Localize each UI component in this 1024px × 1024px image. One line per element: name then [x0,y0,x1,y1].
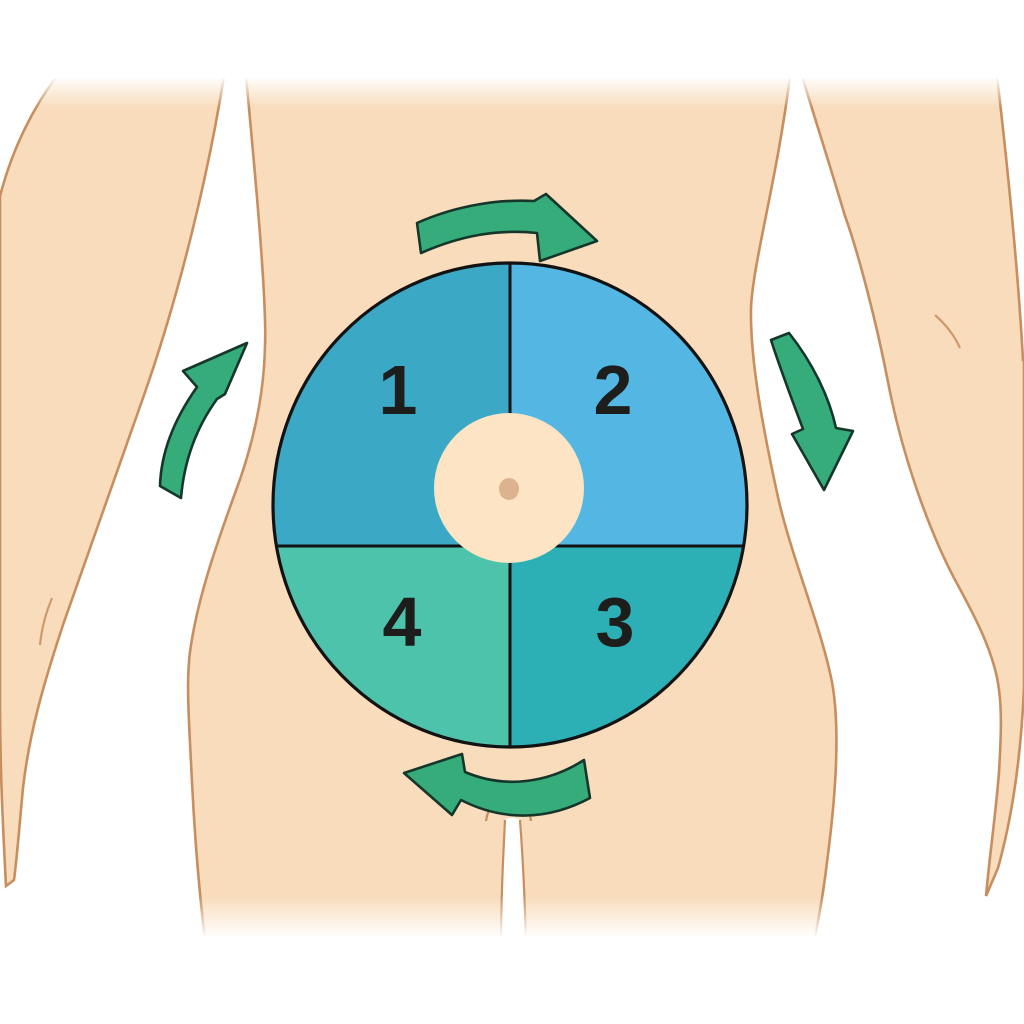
quadrant-3-label: 3 [596,583,635,661]
bottom-white-band [0,937,1024,1024]
top-white-band [0,0,1024,78]
right-elbow-crease [934,314,962,349]
clockwise-arrow-top-icon [415,192,599,263]
bottom-fade [0,896,1024,938]
quadrant-4-label: 4 [383,583,422,661]
clockwise-arrow-left-icon [158,341,249,500]
left-elbow-crease [38,597,54,646]
quadrant-4-segment [276,546,510,747]
quadrant-3-segment [510,546,744,747]
right-arm [800,74,1024,897]
top-fade [0,76,1024,108]
quadrant-1-label: 1 [379,351,418,429]
clockwise-arrow-bottom-icon [402,752,592,817]
circle-outline [271,261,749,749]
direction-arrows [158,192,855,817]
clockwise-arrow-right-icon [769,331,855,492]
massage-circle: 1 2 3 4 [271,261,749,749]
quadrant-2-label: 2 [594,351,633,429]
navel-dot [499,478,519,500]
left-arm [0,74,226,889]
